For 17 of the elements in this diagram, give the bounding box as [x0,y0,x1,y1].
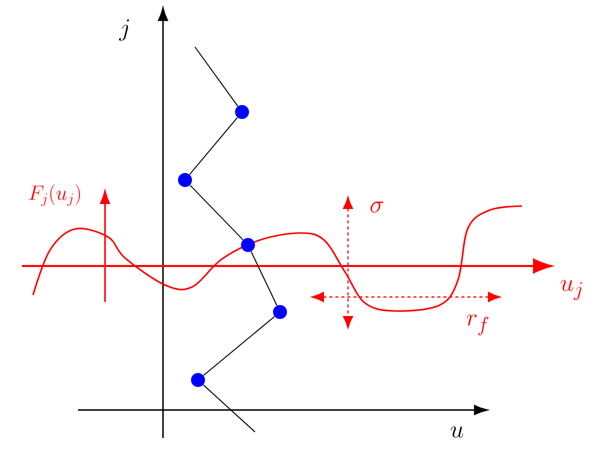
axis-label: $u$ [450,426,464,438]
dot [178,173,192,187]
axis-label: $\sigma$ [370,202,384,213]
line [190,184,244,240]
line [189,117,238,175]
dot [273,305,287,319]
line [202,384,256,432]
line [194,46,238,107]
axis-label: $j$ [118,19,129,41]
axis-label: $u_j$ [560,280,582,300]
axis-label: $r_f$ [466,314,488,336]
line [250,251,278,306]
line [203,316,275,376]
dot [235,105,249,119]
dot [241,238,255,252]
axis-label: $F_j(u_j)$ [29,184,80,206]
dot [191,373,205,387]
